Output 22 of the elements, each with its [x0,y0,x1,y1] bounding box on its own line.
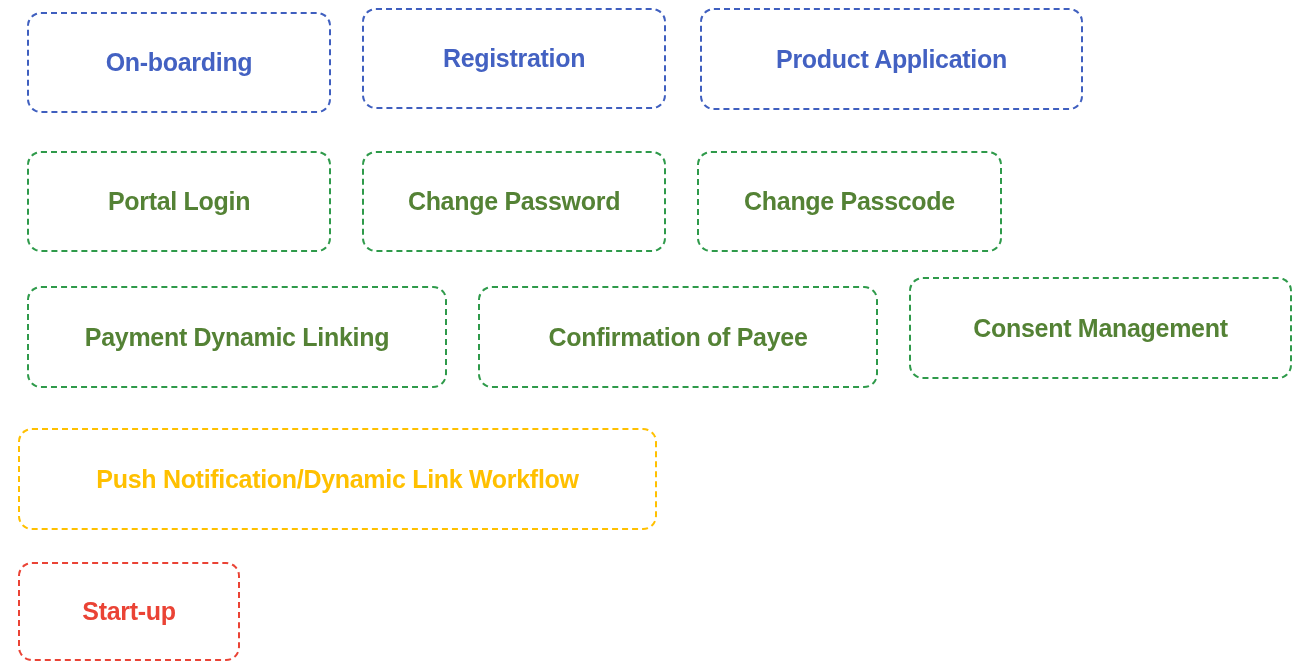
box-label: Change Password [407,187,621,216]
box-label: Product Application [776,44,1007,74]
process-box [18,428,657,530]
process-box [27,151,331,252]
box-label: Start-up [82,597,176,626]
process-box [478,286,878,388]
box-label: On-boarding [105,48,253,77]
box-label: Change Passcode [744,187,955,216]
box-label: Payment Dynamic Linking [84,322,390,352]
box-label: Consent Management [973,313,1228,343]
process-box [697,151,1002,252]
process-box [18,562,240,661]
process-box [27,12,331,113]
process-box [362,8,666,109]
process-box [27,286,447,388]
process-box [362,151,666,252]
box-label: Portal Login [107,187,251,216]
process-box [909,277,1292,379]
box-label: Push Notification/Dynamic Link Workflow [96,464,579,494]
process-box [700,8,1083,110]
box-label: Registration [442,44,586,73]
box-label: Confirmation of Payee [548,322,808,352]
